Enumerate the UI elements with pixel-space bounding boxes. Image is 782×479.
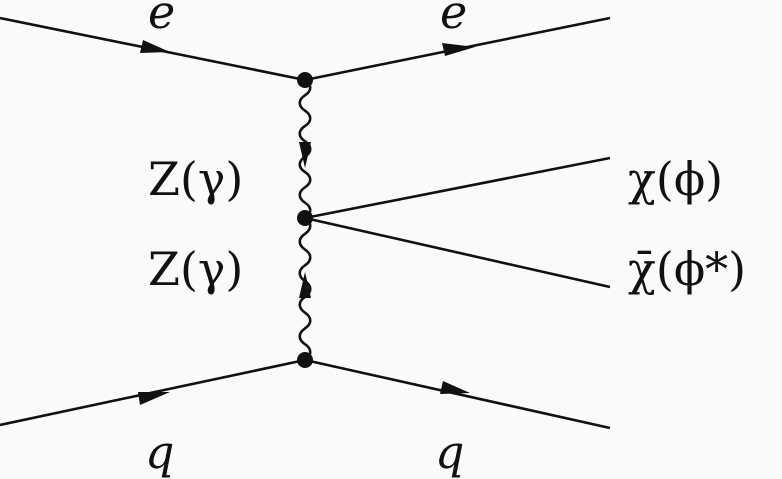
arrow-icon xyxy=(440,381,470,394)
arrow-icon xyxy=(442,43,475,56)
label-e-out: e xyxy=(440,0,467,39)
label-q-in: q xyxy=(145,425,174,479)
vertex-bottom xyxy=(297,352,313,368)
quark-out-line xyxy=(304,358,611,430)
arrow-icon xyxy=(138,392,170,405)
label-q-out: q xyxy=(435,425,464,479)
arrow-icon xyxy=(140,40,170,53)
label-e-in: e xyxy=(148,0,175,39)
vertex-middle xyxy=(297,210,313,226)
label-boson-lower: Z(γ) xyxy=(148,242,243,296)
arrow-icon xyxy=(299,142,311,168)
vertex-top xyxy=(297,72,313,88)
boson-upper-line xyxy=(298,78,312,220)
label-chibar: χ̄(ϕ*) xyxy=(628,242,746,296)
label-chi: χ(ϕ) xyxy=(628,152,723,206)
label-boson-upper: Z(γ) xyxy=(148,152,243,206)
chibar-line xyxy=(304,216,611,289)
arrow-icon xyxy=(299,272,311,298)
boson-lower-line xyxy=(298,216,312,362)
chi-line xyxy=(304,156,611,220)
